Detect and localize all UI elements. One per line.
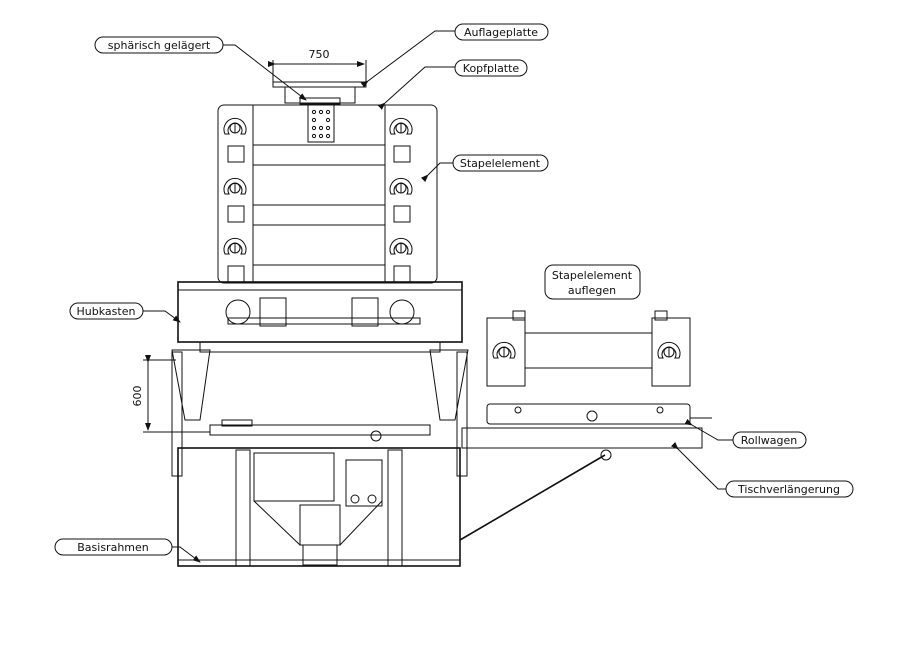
label-stapelelement-auflegen: Stapelelement auflegen (544, 264, 641, 300)
label-text: Stapelelement (552, 269, 633, 282)
dimension-600: 600 (131, 355, 210, 433)
hubkasten (177, 281, 463, 353)
label-stapelelement: Stapelelement (420, 154, 549, 183)
label-tischverlaengerung: Tischverlängerung (670, 441, 854, 498)
label-text: sphärisch gelägert (108, 39, 211, 52)
dimension-value: 600 (131, 386, 144, 407)
label-text: Hubkasten (77, 305, 136, 318)
dimension-750: 750 (268, 48, 367, 82)
label-spherical: sphärisch gelägert (94, 36, 307, 101)
label-text: Basisrahmen (77, 541, 149, 554)
dimension-value: 750 (309, 48, 330, 61)
label-rollwagen: Rollwagen (684, 418, 807, 449)
label-text: Auflageplatte (464, 26, 538, 39)
stack-column (217, 103, 438, 284)
rollwagen (486, 403, 712, 425)
label-text: Stapelelement (460, 157, 541, 170)
label-text: Kopfplatte (463, 62, 520, 75)
label-kopfplatte: Kopfplatte (377, 59, 528, 110)
label-text: Rollwagen (741, 434, 797, 447)
basisrahmen (177, 447, 461, 567)
label-text: auflegen (568, 284, 616, 297)
label-auflageplatte: Auflageplatte (360, 23, 549, 88)
label-hubkasten: Hubkasten (69, 302, 181, 323)
label-basisrahmen: Basisrahmen (54, 538, 201, 563)
label-text: Tischverlängerung (737, 483, 840, 496)
lift-cylinders (171, 349, 469, 477)
stapelelement-loose (486, 310, 691, 387)
tischverlaengerung (459, 427, 703, 541)
